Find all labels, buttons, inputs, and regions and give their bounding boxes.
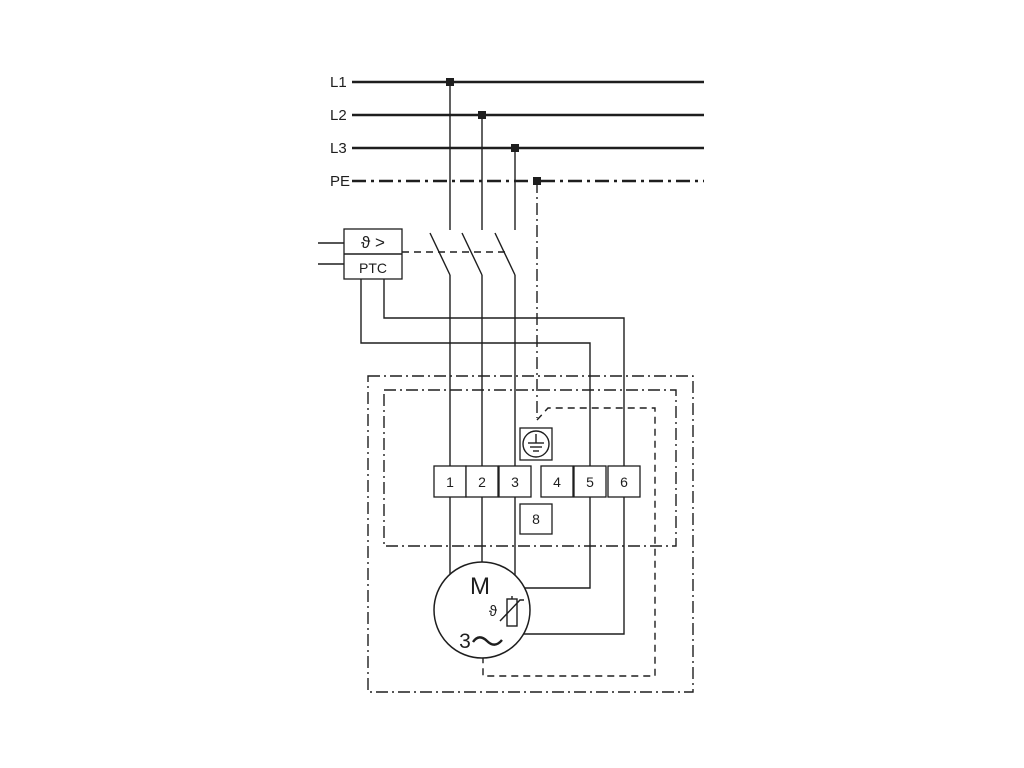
motor: M 3 ϑ: [433, 561, 531, 659]
terminal-8: [519, 503, 553, 535]
bus-label-l2: L2: [330, 107, 347, 124]
contactor-switch: [402, 232, 516, 466]
motor-thermistor-symbol: ϑ: [489, 603, 498, 620]
bus-label-l1: L1: [330, 74, 347, 91]
bus-label-pe: PE: [330, 173, 350, 190]
terminal-5: [573, 465, 607, 498]
ptc-relay: ϑ > PTC: [318, 228, 625, 466]
motor-letter: M: [470, 573, 490, 600]
contactor-blade-2: [461, 232, 483, 276]
terminal-2: [465, 465, 499, 498]
terminal-2-label: 2: [478, 474, 486, 490]
terminal-block: 1 2 3 4 5 6 8: [433, 465, 641, 535]
terminal-box-boundary: [383, 389, 677, 547]
earth-symbol-circle: [522, 430, 550, 458]
earth-terminal: [519, 427, 553, 461]
terminal-1: [433, 465, 467, 498]
ptc-relay-symbol: ϑ >: [361, 233, 385, 252]
motor-phase-number: 3: [459, 630, 471, 653]
terminal-6: [607, 465, 641, 498]
bus-label-l3: L3: [330, 140, 347, 157]
ptc-wire-b: [360, 279, 591, 466]
ac-wave-icon: [472, 636, 503, 646]
motor-circle: [433, 561, 531, 659]
ground-icon: [528, 434, 544, 452]
ptc-relay-label: PTC: [359, 260, 387, 276]
supply-drops: [449, 82, 538, 418]
terminal-6-label: 6: [620, 474, 628, 490]
terminal-3-label: 3: [511, 474, 519, 490]
earth-terminal-box: [519, 427, 553, 461]
terminal-5-label: 5: [586, 474, 594, 490]
supply-bus: L1 L2 L3 PE: [330, 74, 704, 190]
contactor-blade-3: [494, 232, 516, 276]
contactor-blade-1: [429, 232, 451, 276]
thermistor-icon: [499, 596, 524, 627]
terminal-4: [540, 465, 574, 498]
terminal-1-label: 1: [446, 474, 454, 490]
terminal-3: [498, 465, 532, 498]
enclosure: [367, 375, 694, 693]
terminal-4-label: 4: [553, 474, 561, 490]
earth-link-path: [482, 407, 656, 677]
enclosure-outer-boundary: [367, 375, 694, 693]
terminal-8-label: 8: [532, 511, 540, 527]
junction-dots: [446, 78, 541, 185]
ptc-wire-a: [383, 279, 625, 466]
